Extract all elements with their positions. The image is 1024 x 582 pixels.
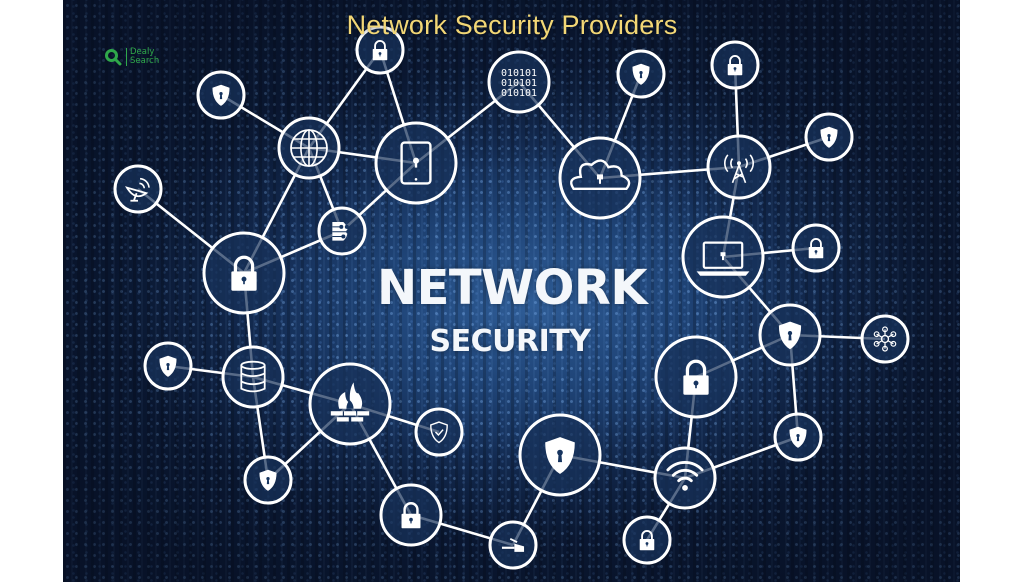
logo-line-1: Dealy (130, 47, 155, 57)
network-node-network-hub (860, 314, 910, 364)
network-node-tablet-lock (374, 121, 458, 205)
headline-security: SECURITY (429, 324, 591, 359)
globe-icon (290, 129, 328, 167)
shield-keyhole-icon (259, 469, 277, 491)
lock-icon (372, 40, 388, 61)
network-node-shield-check (414, 407, 464, 457)
tablet-lock-icon (400, 141, 432, 185)
dealy-search-logo: Dealy Search (104, 48, 159, 66)
satellite-dish-icon (125, 177, 150, 202)
radio-tower-icon (724, 154, 754, 184)
shield-keyhole-icon (820, 126, 838, 148)
network-node-database (221, 345, 285, 409)
network-node-shield-keyhole (518, 413, 602, 497)
shield-keyhole-icon (789, 426, 807, 448)
network-node-shield-keyhole (773, 412, 823, 462)
network-node-lock (710, 40, 760, 90)
network-node-shield-keyhole (758, 303, 822, 367)
network-node-globe (277, 116, 341, 180)
network-node-wifi (653, 446, 717, 510)
svg-text:010101: 010101 (501, 88, 537, 99)
logo-line-2: Search (130, 56, 160, 66)
network-node-radio-tower (706, 134, 772, 200)
cloud-lock-icon (570, 159, 631, 190)
network-node-shield-keyhole (616, 49, 666, 99)
page-title: Network Security Providers (346, 10, 678, 40)
network-node-shield-keyhole (143, 341, 193, 391)
network-node-cloud-lock (558, 136, 642, 220)
network-hub-icon (873, 326, 897, 352)
network-node-lock (622, 515, 672, 565)
network-node-padlock-large (202, 231, 286, 315)
lock-icon (639, 530, 655, 551)
lock-icon (808, 238, 824, 259)
network-node-lock (791, 223, 841, 273)
ethernet-cable-icon (501, 537, 525, 552)
network-node-satellite-dish (113, 164, 163, 214)
shield-keyhole-icon (212, 84, 230, 106)
network-node-lock (355, 25, 405, 75)
padlock-large-icon (231, 255, 257, 291)
database-icon (240, 360, 266, 393)
network-node-shield-keyhole (196, 70, 246, 120)
network-node-padlock-large (654, 335, 738, 419)
network-node-shield-keyhole (243, 455, 293, 505)
shield-keyhole-icon (545, 437, 575, 474)
network-node-circuit-chip (317, 206, 367, 256)
logo-wordmark: Dealy Search (126, 48, 159, 66)
magnifier-icon (105, 49, 122, 66)
shield-keyhole-icon (632, 63, 650, 85)
shield-keyhole-icon (778, 321, 802, 350)
padlock-large-icon (683, 359, 709, 395)
network-node-lock (379, 483, 443, 547)
shield-keyhole-icon (159, 355, 177, 377)
network-node-ethernet-cable (488, 520, 538, 570)
wifi-icon (666, 461, 704, 491)
headline-network: NETWORK (376, 260, 648, 316)
svg-text:010101: 010101 (501, 68, 537, 79)
network-node-shield-keyhole (804, 112, 854, 162)
circuit-chip-icon (332, 222, 351, 241)
shield-check-icon (430, 421, 448, 444)
svg-text:010101: 010101 (501, 78, 537, 89)
lock-icon (727, 55, 743, 76)
network-node-firewall (308, 362, 392, 446)
firewall-icon (330, 382, 370, 422)
laptop-lock-icon (696, 241, 750, 276)
network-node-laptop-lock (681, 215, 765, 299)
lock-icon (401, 502, 421, 529)
